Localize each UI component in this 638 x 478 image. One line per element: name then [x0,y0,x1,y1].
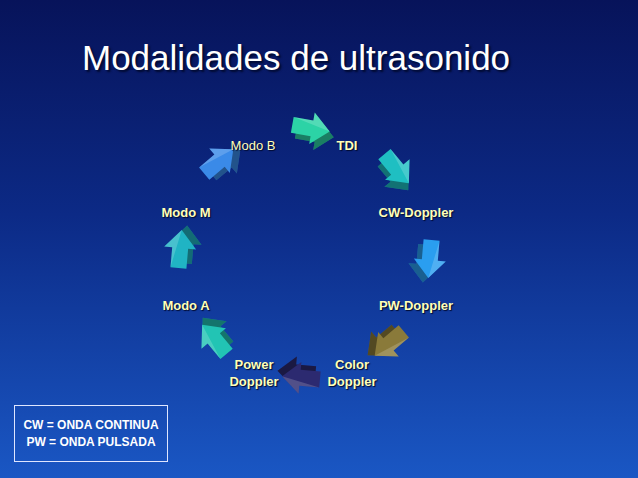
mode-label: Modo A [162,297,209,314]
arrow-icon [276,355,322,396]
mode-label: Modo M [161,204,210,221]
mode-label: Color Doppler [323,356,381,390]
arrow-icon [162,224,203,270]
mode-label: Modo B [231,137,276,154]
mode-label: TDI [337,137,358,154]
arrow-icon [187,307,243,364]
note-text: PW = ONDA PULSADA [26,434,155,451]
note-text: CW = ONDA CONTINUA [23,417,158,434]
arrow-icon [407,238,448,284]
arrow-icon [289,109,338,153]
note-box: CW = ONDA CONTINUAPW = ONDA PULSADA [14,405,168,462]
mode-label: CW-Doppler [379,204,454,221]
slide-title: Modalidades de ultrasonido [82,38,510,78]
mode-label: Power Doppler [225,356,283,390]
mode-label: PW-Doppler [379,297,453,314]
arrow-icon [368,144,424,201]
